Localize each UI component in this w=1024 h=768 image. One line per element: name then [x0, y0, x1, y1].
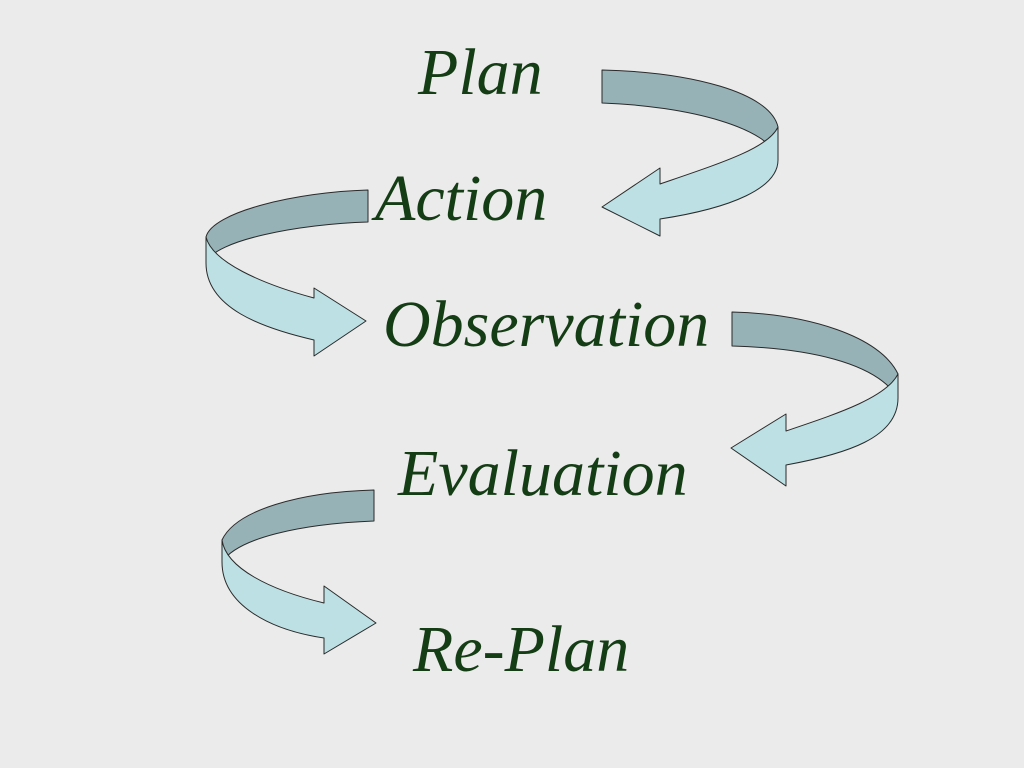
arrow-band-top — [731, 311, 899, 399]
arrow-band-top — [601, 69, 779, 161]
step-observation: Observation — [383, 288, 710, 361]
arrow-band-top — [205, 189, 369, 264]
arrow-band-top — [221, 489, 375, 563]
curved-arrow-4 — [221, 489, 377, 655]
step-action: Action — [375, 162, 548, 235]
step-plan: Plan — [418, 36, 543, 109]
curved-arrow-2 — [205, 189, 369, 357]
arrow-band-front — [221, 539, 377, 655]
step-re-plan: Re-Plan — [413, 613, 630, 686]
curved-arrow-1 — [601, 69, 779, 237]
arrow-band-front — [205, 236, 367, 357]
arrow-band-front — [601, 126, 779, 237]
curved-arrow-3 — [730, 311, 899, 487]
arrow-band-front — [730, 373, 899, 487]
step-evaluation: Evaluation — [398, 437, 688, 510]
